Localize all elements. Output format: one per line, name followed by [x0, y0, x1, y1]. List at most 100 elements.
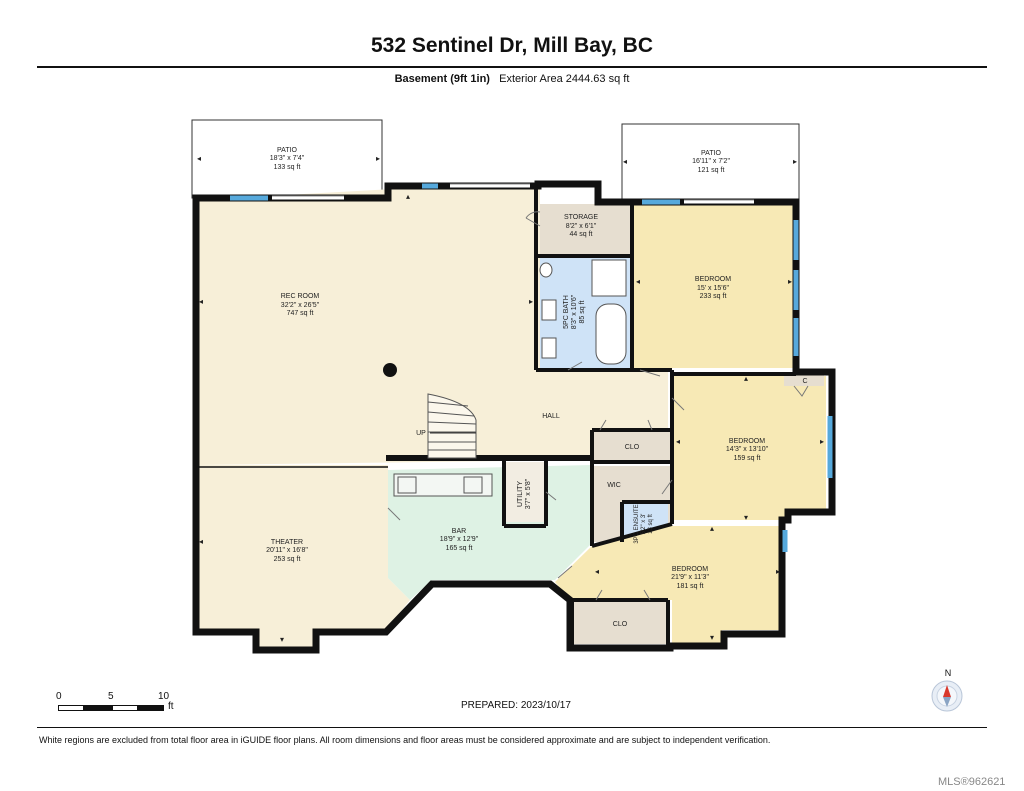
theater-fill — [196, 465, 410, 648]
scale-tick-0: 0 — [56, 691, 62, 702]
svg-text:▸: ▸ — [376, 154, 380, 163]
storage-fill — [540, 204, 630, 256]
svg-text:◂: ◂ — [623, 157, 627, 166]
scale-unit: ft — [168, 701, 174, 712]
footer-divider — [37, 727, 987, 728]
bedroom-mid-fill — [672, 376, 826, 520]
clo-bottom-name: CLO — [613, 621, 628, 628]
scale-segment-4 — [138, 705, 164, 711]
interior-walls — [502, 186, 796, 648]
bath-dims: 8'3" x 10'6" — [571, 294, 578, 329]
rec-room-name: REC ROOM — [281, 293, 320, 300]
floor-info: Basement (9ft 1in) Exterior Area 2444.63… — [0, 73, 1024, 85]
scale-segment-3 — [112, 705, 138, 711]
svg-text:▸: ▸ — [529, 297, 533, 306]
scale-bar: 0 5 10 ft — [54, 691, 194, 721]
svg-text:▸: ▸ — [788, 277, 792, 286]
bedroom-top-area: 233 sq ft — [700, 293, 727, 300]
compass: N — [925, 668, 969, 718]
bar-area: 165 sq ft — [446, 545, 473, 552]
utility-name: UTILITY — [517, 481, 524, 507]
svg-text:▾: ▾ — [280, 635, 284, 644]
floor-label: Basement (9ft 1in) — [394, 73, 490, 85]
svg-text:▸: ▸ — [793, 157, 797, 166]
svg-text:▸: ▸ — [820, 437, 824, 446]
bedroom-bottom-name: BEDROOM — [672, 566, 708, 573]
sliding-doors — [272, 184, 754, 204]
stairs — [427, 393, 477, 459]
hall-name: HALL — [542, 413, 560, 420]
rec-room-area: 747 sq ft — [287, 310, 314, 317]
clo-mid-fill — [594, 432, 670, 460]
door-swings — [387, 211, 809, 601]
up-name: UP — [416, 430, 426, 437]
bar-name: BAR — [452, 528, 466, 535]
room-labels: PATIO 18'3" x 7'4" 133 sq ft PATIO 16'11… — [266, 147, 807, 628]
storage-dims: 8'2" x 6'1" — [566, 223, 597, 230]
svg-text:▴: ▴ — [744, 374, 748, 383]
scale-segment-2 — [84, 705, 112, 711]
scale-segment-1 — [58, 705, 84, 711]
theater-name: THEATER — [271, 539, 303, 546]
utility-dims: 3'7" x 5'8" — [525, 478, 532, 509]
exterior-area: Exterior Area 2444.63 sq ft — [499, 73, 630, 85]
bedroom-bottom-area: 181 sq ft — [677, 583, 704, 590]
bar-counter — [393, 473, 493, 497]
scale-tick-10: 10 — [158, 691, 170, 702]
header-divider — [37, 66, 987, 68]
ensuite-dims: 5'2" x 3' — [641, 514, 647, 535]
closet-c-name: C — [802, 378, 807, 385]
svg-text:◂: ◂ — [197, 154, 201, 163]
storage-area: 44 sq ft — [570, 231, 593, 238]
patio-right-area: 121 sq ft — [698, 167, 725, 174]
utility-fill — [506, 462, 544, 522]
bath-area: 85 sq ft — [579, 300, 586, 323]
bedroom-bottom-fill — [555, 526, 782, 644]
windows — [230, 183, 833, 552]
bar-dims: 18'9" x 12'9" — [440, 536, 479, 543]
patio-right-dims: 16'11" x 7'2" — [692, 158, 730, 165]
prepared-date: PREPARED: 2023/10/17 — [461, 700, 571, 711]
patio-left — [191, 119, 383, 199]
bedroom-mid-dims: 14'3" x 13'10" — [726, 446, 769, 453]
scale-tick-5: 5 — [108, 691, 114, 702]
bath-name: 5PC BATH — [563, 295, 570, 329]
patio-right-name: PATIO — [701, 150, 722, 157]
rec-room-fill — [196, 188, 668, 465]
clo-bottom-fill — [574, 602, 666, 644]
theater-dims: 20'11" x 16'8" — [266, 547, 308, 554]
partition-walls — [196, 455, 592, 468]
svg-text:▴: ▴ — [710, 524, 714, 533]
disclaimer: White regions are excluded from total fl… — [39, 735, 771, 745]
compass-icon — [931, 680, 963, 712]
patio-left-name: PATIO — [277, 147, 298, 154]
svg-text:▸: ▸ — [776, 567, 780, 576]
exterior-wall — [192, 180, 836, 654]
bedroom-bottom-dims: 21'9" x 11'3" — [671, 574, 709, 581]
ensuite-name: 3PC ENSUITE — [634, 504, 640, 543]
svg-text:▴: ▴ — [406, 192, 410, 201]
bedroom-mid-name: BEDROOM — [729, 438, 765, 445]
wic-name: WIC — [607, 482, 621, 489]
clo-mid-name: CLO — [625, 444, 640, 451]
support-post — [383, 363, 397, 377]
storage-name: STORAGE — [564, 214, 598, 221]
theater-area: 253 sq ft — [274, 556, 301, 563]
ensuite-area: 13 sq ft — [648, 514, 654, 534]
compass-north-label: N — [944, 668, 952, 678]
svg-text:◂: ◂ — [595, 567, 599, 576]
svg-text:▾: ▾ — [744, 513, 748, 522]
bedroom-mid-area: 159 sq ft — [734, 455, 761, 462]
svg-text:◂: ◂ — [199, 297, 203, 306]
bedroom-top-fill — [630, 204, 794, 368]
rec-room-dims: 32'2" x 26'5" — [281, 302, 320, 309]
bedroom-top-name: BEDROOM — [695, 276, 731, 283]
page-title: 532 Sentinel Dr, Mill Bay, BC — [370, 34, 654, 57]
dimension-arrows: ◂▸ ◂▸ ◂▸ ▴ ◂▸ ▴▾ ◂▸ ◂▾ ▴▾ ◂▸ — [197, 154, 824, 644]
mls-watermark: MLS®962621 — [938, 776, 1006, 788]
patio-left-dims: 18'3" x 7'4" — [270, 155, 305, 162]
patio-left-area: 133 sq ft — [274, 164, 301, 171]
svg-text:▾: ▾ — [710, 633, 714, 642]
svg-text:◂: ◂ — [676, 437, 680, 446]
